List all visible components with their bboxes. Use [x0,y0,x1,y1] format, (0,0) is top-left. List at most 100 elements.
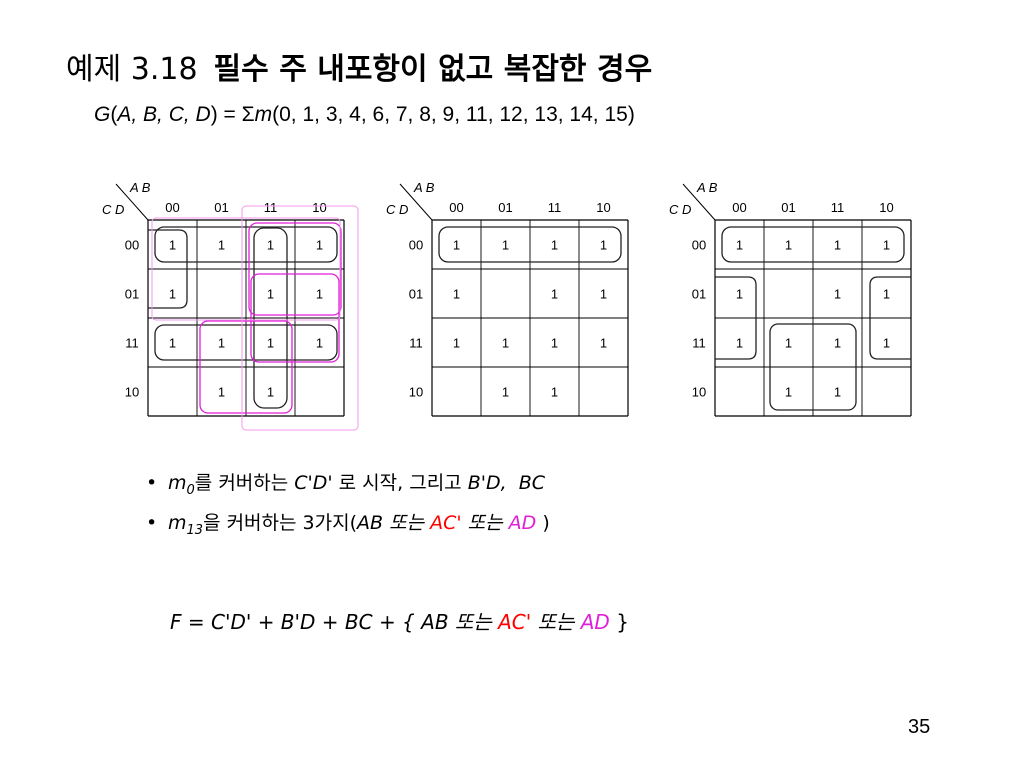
loop-b-prime-d-right [869,276,911,360]
term-ab: AB [357,512,384,534]
kmap-col-label: 01 [214,200,228,215]
kmap-cell-one: 1 [834,287,841,302]
kmap-cell-one: 1 [551,385,558,400]
m0-subscript: 0 [186,482,195,498]
bullet-item-m0: •m0를 커버하는 C'D' 로 시작, 그리고 B'D, BC [146,470,550,510]
m13-text-1: 을 커버하는 3가지( [203,512,358,534]
or-text-1: 또는 [383,512,431,534]
kmap-cell-one: 1 [267,287,274,302]
title-main: 필수 주 내포항이 없고 복잡한 경우 [213,52,653,87]
final-lhs: F = C'D' + B'D + BC + { [170,610,422,634]
kmap-cell-one: 1 [502,336,509,351]
kmap-cell-one: 1 [736,287,743,302]
loop-cd-prime [154,226,338,263]
loop-bc [769,323,857,411]
kmap-cell-one: 1 [169,336,176,351]
kmap-cell-one: 1 [453,238,460,253]
kmap-cell-one: 1 [834,238,841,253]
kmap-cell-one: 1 [785,336,792,351]
kmap-row-label: 01 [409,287,423,302]
kmap-diagonal [399,183,433,221]
kmap-cell-one: 1 [600,287,607,302]
kmap-cell-one: 1 [883,287,890,302]
m13-close: ) [536,512,550,534]
loop-b-prime-light [151,217,341,321]
bullet-dot: • [146,472,158,494]
kmap-cell-one: 1 [551,238,558,253]
final-close: } [609,610,629,634]
kmap-cell-one: 1 [551,336,558,351]
kmap-row-label: 11 [125,336,139,351]
loop-ad [250,273,340,363]
kmap-cell-one: 1 [502,238,509,253]
m13-subscript: 13 [186,522,204,538]
kmap-col-label: 01 [498,200,512,215]
kmap-cell-one: 1 [453,287,460,302]
kmap-col-label: 11 [831,200,845,215]
loop-cd [154,324,338,361]
term-bc: BC [518,472,546,494]
final-or-2: 또는 [531,610,581,634]
kmap-row-label: 11 [692,336,706,351]
loop-ab [253,227,288,409]
bullet-dot: • [146,512,158,534]
kmap-cell-one: 1 [169,238,176,253]
kmap-row-variable: C D [102,202,124,217]
function-definition: G(A, B, C, D) = Σm(0, 1, 3, 4, 6, 7, 8, … [94,103,635,126]
loop-b-prime-d-left [715,276,757,360]
kmap-cell-one: 1 [600,238,607,253]
kmap-row-label: 00 [692,238,706,253]
kmap-row-variable: C D [669,202,691,217]
kmap-cell-one: 1 [316,287,323,302]
m0-symbol: m [168,472,187,494]
kmap-col-variable: A B [129,180,151,195]
loop-b-prime-c-prime-left [148,229,188,309]
final-expression: F = C'D' + B'D + BC + { AB 또는 AC' 또는 AD … [170,606,629,635]
kmap-cell-one: 1 [785,238,792,253]
kmap-cell-one: 1 [883,336,890,351]
kmap-cell-one: 1 [267,238,274,253]
kmap-row-label: 10 [125,385,139,400]
kmap-cell-one: 1 [169,287,176,302]
kmap-cell-one: 1 [453,336,460,351]
minterm-list: (0, 1, 3, 4, 6, 7, 8, 9, 11, 12, 13, 14,… [272,103,635,126]
kmap-col-label: 11 [264,200,278,215]
kmap-diagonal [115,183,149,221]
kmap-row-label: 10 [692,385,706,400]
term-ad: AD [508,512,537,534]
kmap-col-label: 10 [596,200,610,215]
kmap-cell-one: 1 [834,336,841,351]
term-ac-prime: AC' [430,512,462,534]
loop-cd-prime [721,226,905,263]
final-term-ac-prime: AC' [498,610,532,634]
kmap-cell-one: 1 [218,385,225,400]
kmap-row-label: 01 [692,287,706,302]
kmap-col-label: 00 [449,200,463,215]
kmap-col-variable: A B [696,180,718,195]
kmap-row-label: 10 [409,385,423,400]
kmap-row-label: 00 [125,238,139,253]
final-term-ab: AB [421,610,449,634]
kmap-diagonal [682,183,716,221]
kmap-col-label: 11 [548,200,562,215]
or-text-2: 또는 [461,512,509,534]
kmap-row-label: 01 [125,287,139,302]
final-or-1: 또는 [448,610,499,634]
kmap-col-variable: A B [413,180,435,195]
kmap-cell-one: 1 [267,336,274,351]
minterm-symbol: m [254,103,273,126]
kmap-row-label: 00 [409,238,423,253]
kmap-cell-one: 1 [316,336,323,351]
kmap-cell-one: 1 [316,238,323,253]
kmap-cell-one: 1 [551,287,558,302]
kmap-cell-one: 1 [834,385,841,400]
kmap-col-label: 10 [312,200,326,215]
kmap-cell-one: 1 [218,336,225,351]
kmap-cell-one: 1 [736,238,743,253]
page-number: 35 [908,716,931,738]
